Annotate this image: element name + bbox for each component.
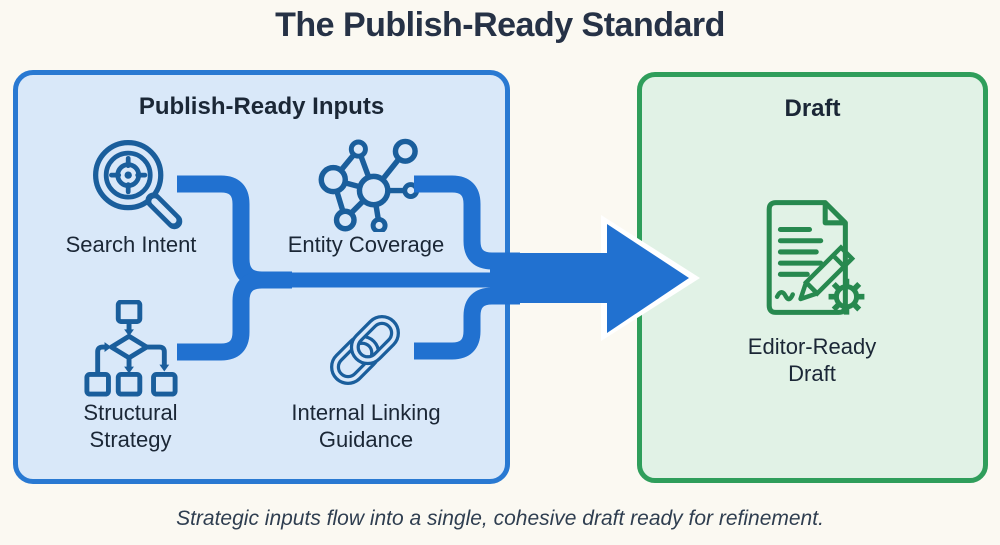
document-pencil-gear-icon <box>758 198 870 331</box>
flowchart-icon <box>82 299 180 403</box>
item-label-structural-strategy: Structural Strategy <box>83 400 178 452</box>
item-label-internal-linking: Internal Linking Guidance <box>291 400 441 452</box>
item-label-entity-coverage: Entity Coverage <box>287 232 445 257</box>
draft-box-header: Draft <box>784 95 841 122</box>
chain-link-icon <box>320 305 410 400</box>
search-target-icon <box>82 133 187 238</box>
page-title: The Publish-Ready Standard <box>275 6 725 44</box>
network-graph-icon <box>310 136 422 237</box>
inputs-box-header: Publish-Ready Inputs <box>138 93 385 120</box>
item-label-editor-ready-draft: Editor-Ready Draft <box>747 334 877 386</box>
item-label-search-intent: Search Intent <box>65 232 197 257</box>
caption-text: Strategic inputs flow into a single, coh… <box>176 507 824 530</box>
